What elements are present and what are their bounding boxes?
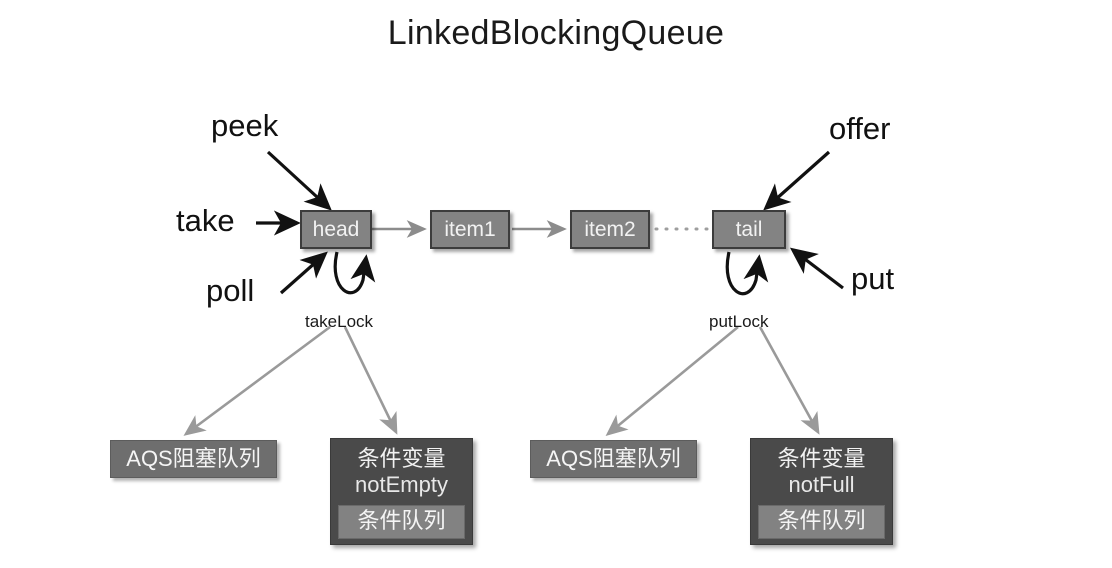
condition-queue-label-not-empty: 条件队列	[357, 507, 446, 533]
arrow-take-lock-loop	[333, 251, 376, 295]
lock-label-put-lock: putLock	[709, 312, 769, 331]
queue-node-tail[interactable]: tail	[712, 210, 786, 249]
condition-variable-name-not-full: notFull	[788, 472, 855, 498]
arrow-putlock-to-aqs	[605, 325, 739, 436]
operation-label-peek: peek	[211, 108, 279, 143]
arrow-poll	[279, 251, 328, 295]
arrow-put-lock-loop	[725, 251, 769, 296]
condition-queue-label-not-full: 条件队列	[777, 507, 866, 533]
arrow-takelock-to-condition	[343, 326, 398, 435]
condition-variable-title-not-empty: 条件变量	[357, 446, 446, 471]
queue-node-item1-label: item1	[444, 218, 496, 241]
operation-label-put: put	[851, 261, 895, 296]
condition-queue-box-not-empty[interactable]: 条件队列	[338, 504, 465, 539]
arrow-takelock-to-aqs	[183, 325, 331, 436]
operation-label-offer: offer	[829, 111, 891, 146]
aqs-blocking-queue-label-take: AQS阻塞队列	[126, 446, 261, 471]
lock-label-take-lock: takeLock	[305, 312, 374, 331]
condition-variable-box-not-empty[interactable]: 条件变量 notEmpty 条件队列	[330, 438, 473, 545]
queue-node-tail-label: tail	[735, 218, 763, 241]
operation-label-take: take	[176, 203, 235, 238]
aqs-blocking-queue-label-put: AQS阻塞队列	[546, 446, 681, 471]
queue-node-head-label: head	[312, 218, 360, 241]
condition-queue-box-not-full[interactable]: 条件队列	[758, 504, 885, 539]
page-title: LinkedBlockingQueue	[387, 14, 725, 52]
operation-label-poll: poll	[206, 273, 255, 308]
queue-node-item2-label: item2	[584, 218, 636, 241]
arrow-putlock-to-condition	[758, 326, 820, 435]
condition-variable-box-not-full[interactable]: 条件变量 notFull 条件队列	[750, 438, 893, 545]
queue-node-item1[interactable]: item1	[430, 210, 510, 249]
queue-node-item2[interactable]: item2	[570, 210, 650, 249]
arrow-peek	[266, 150, 332, 211]
condition-variable-name-not-empty: notEmpty	[355, 472, 448, 498]
aqs-blocking-queue-box-take[interactable]: AQS阻塞队列	[110, 440, 277, 478]
queue-node-head[interactable]: head	[300, 210, 372, 249]
condition-variable-title-not-full: 条件变量	[777, 446, 866, 471]
arrow-offer	[763, 150, 831, 211]
aqs-blocking-queue-box-put[interactable]: AQS阻塞队列	[530, 440, 697, 478]
arrow-put	[789, 247, 844, 290]
